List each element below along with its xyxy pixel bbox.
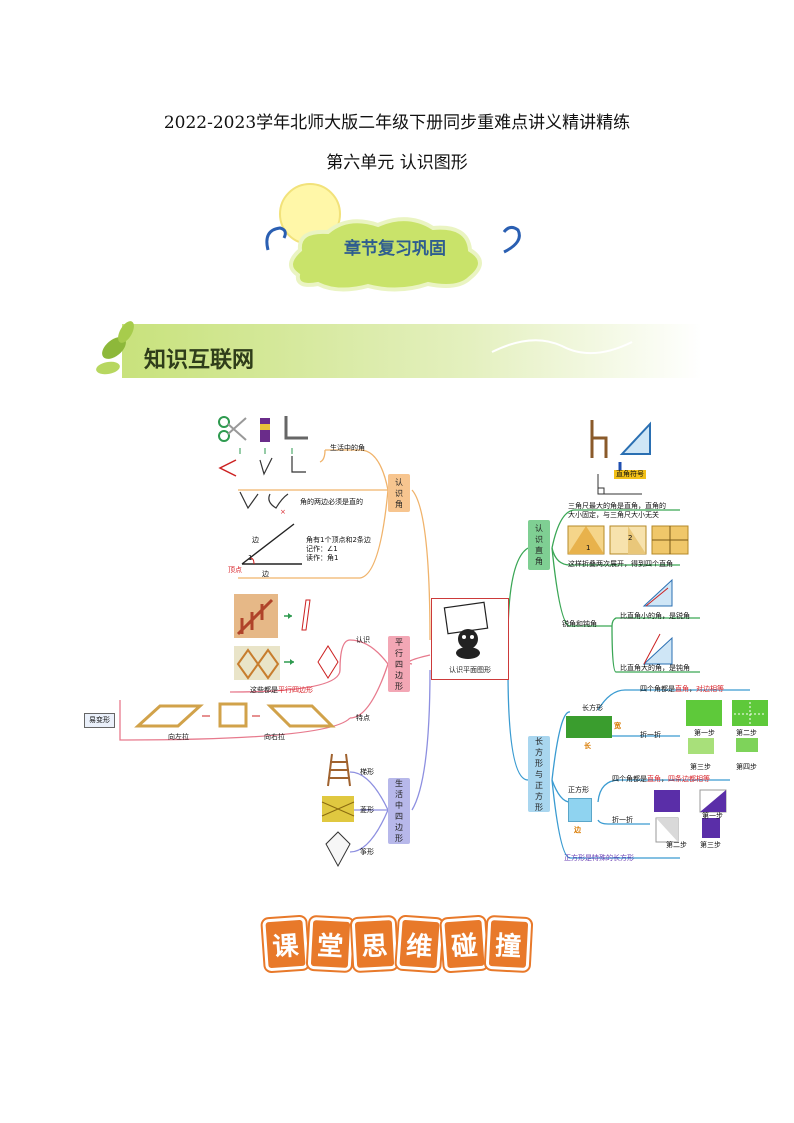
acute-label: 比直角小的角，是锐角 (620, 612, 690, 620)
triangle-ruler-text: 三角尺最大的角是直角，直角的 大小固定，与三角尺大小无关 (568, 502, 666, 519)
pull-frames-diagram (134, 702, 336, 728)
fold-num: 2 (628, 534, 633, 542)
square-shape (568, 798, 592, 822)
step-label: 第一步 (702, 812, 723, 820)
feature-label: 特点 (356, 714, 370, 722)
angle-number: 1 (248, 554, 253, 562)
square-feature: 四个角都是直角，四条边都相等 (612, 775, 710, 783)
branch-right-angle-label[interactable]: 认识直角 (528, 520, 550, 570)
right-angle-symbol-label: 直角符号 (614, 470, 646, 479)
fold-paper-images (567, 525, 689, 555)
fold-caption: 这样折叠两次展开，得到四个直角 (568, 560, 673, 568)
knowledge-network-text: 知识互联网 (144, 348, 255, 373)
angle-parts-diagram (241, 523, 302, 565)
chapter-review-banner (265, 183, 521, 292)
leaf-icon (102, 337, 126, 359)
step-label: 第一步 (694, 729, 715, 737)
vertex-label: 顶点 (228, 566, 242, 574)
banner-char: 课 (262, 916, 309, 972)
step-label: 第四步 (736, 763, 757, 771)
pull-right-label: 向右拉 (264, 733, 285, 741)
parallelogram-images (234, 594, 339, 680)
trapezoid-label: 梯形 (360, 768, 374, 776)
deform-tag[interactable]: 易变形 (84, 713, 115, 728)
branch-parallelogram-label[interactable]: 平行四边形 (388, 636, 410, 692)
side-label: 边 (262, 570, 269, 578)
special-note: 正方形是特殊的长方形 (564, 854, 634, 862)
leaf-icon (118, 321, 134, 343)
step-label: 第三步 (700, 841, 721, 849)
center-node[interactable]: 认识平面图形 (431, 598, 509, 680)
para-caption: 这些都是平行四边形 (250, 686, 313, 694)
life-angles-label: 生活中的角 (330, 444, 365, 452)
acute-obtuse-label: 锐角和钝角 (562, 620, 597, 628)
banner-char: 堂 (307, 916, 353, 972)
sides-straight-label: 角的两边必须是直的 (300, 498, 363, 506)
rhombus-label: 菱形 (360, 806, 374, 814)
acute-obtuse-images (642, 578, 673, 665)
life-angle-images (218, 416, 308, 477)
vine-decoration (491, 339, 633, 355)
swirl-icon (265, 226, 287, 251)
angle-desc: 角有1个顶点和2条边 记作：∠1 读作：角1 (306, 536, 371, 562)
side-label: 边 (252, 536, 259, 544)
rect-feature: 四个角都是直角，对边相等 (640, 685, 724, 693)
obtuse-label: 比直角大的角，是钝角 (620, 664, 690, 672)
triangle-ruler-icon (619, 421, 651, 455)
kite-icon (325, 831, 351, 868)
banner-char: 碰 (440, 916, 488, 972)
svg-text:×: × (280, 508, 286, 516)
cloud-shape (289, 217, 482, 292)
angle-sides-images: × (239, 491, 289, 516)
page-subtitle: 第六单元 认识图形 (326, 153, 468, 173)
life-quad-images (321, 753, 355, 868)
chapter-review-text: 章节复习巩固 (344, 239, 446, 259)
chair-icon (590, 420, 608, 458)
cup-icon (260, 418, 270, 442)
ladder-icon (327, 753, 351, 787)
rect-fold-label: 折一折 (640, 731, 661, 739)
knowledge-network-banner (96, 321, 702, 378)
swirl-icon (502, 225, 521, 254)
right-angle-images (590, 420, 651, 495)
banner-char: 维 (396, 916, 443, 972)
classroom-banner: 课 堂 思 维 碰 撞 (262, 916, 532, 972)
square-label: 正方形 (568, 786, 589, 794)
branch-life-quads-label[interactable]: 生活中四边形 (388, 778, 410, 844)
length-label: 长 (584, 742, 591, 750)
branch-angle-label[interactable]: 认识角 (388, 474, 410, 512)
cat-icon (443, 601, 489, 659)
square-fold-steps (654, 789, 727, 843)
side-length-label: 边 (574, 826, 581, 834)
step-label: 第二步 (666, 841, 687, 849)
square-fold-label: 折一折 (612, 816, 633, 824)
scissors-icon (218, 416, 247, 442)
leaf-icon (96, 361, 120, 375)
pull-left-label: 向左拉 (168, 733, 189, 741)
step-label: 第二步 (736, 729, 757, 737)
page-title: 2022-2023学年北师大版二年级下册同步重难点讲义精讲精练 (163, 113, 631, 133)
center-node-label: 认识平面图形 (449, 666, 491, 674)
step-label: 第三步 (690, 763, 711, 771)
width-label: 宽 (614, 722, 621, 730)
recognize-label: 认识 (356, 636, 370, 644)
rect-label: 长方形 (582, 704, 603, 712)
branch-rect-square-label[interactable]: 长方形与正方形 (528, 736, 550, 812)
kite-label: 筝形 (360, 848, 374, 856)
rect-fold-steps (686, 700, 768, 754)
rectangle-shape (566, 716, 612, 738)
banner-char: 撞 (486, 916, 532, 972)
chair-corner-icon (284, 416, 308, 440)
fold-num: 1 (586, 544, 591, 552)
banner-char: 思 (352, 916, 398, 972)
